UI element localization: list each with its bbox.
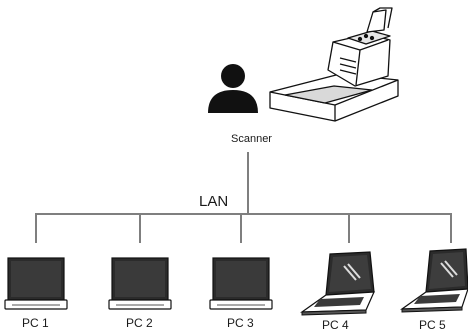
laptop-icon <box>300 251 375 316</box>
monitor-icon <box>4 257 68 310</box>
pc2-label: PC 2 <box>126 316 153 330</box>
person-icon <box>208 64 258 113</box>
monitor-icon <box>108 257 172 310</box>
lan-lines <box>35 152 452 243</box>
monitor-icon <box>209 257 273 310</box>
lan-label: LAN <box>199 193 229 210</box>
laptop-icon <box>400 248 468 313</box>
pc1-label: PC 1 <box>22 316 49 330</box>
document-scanner-icon <box>269 7 399 122</box>
pc5-label: PC 5 <box>419 318 446 332</box>
pc4-label: PC 4 <box>322 318 349 332</box>
scanner-label: Scanner <box>231 133 272 145</box>
pc3-label: PC 3 <box>227 316 254 330</box>
